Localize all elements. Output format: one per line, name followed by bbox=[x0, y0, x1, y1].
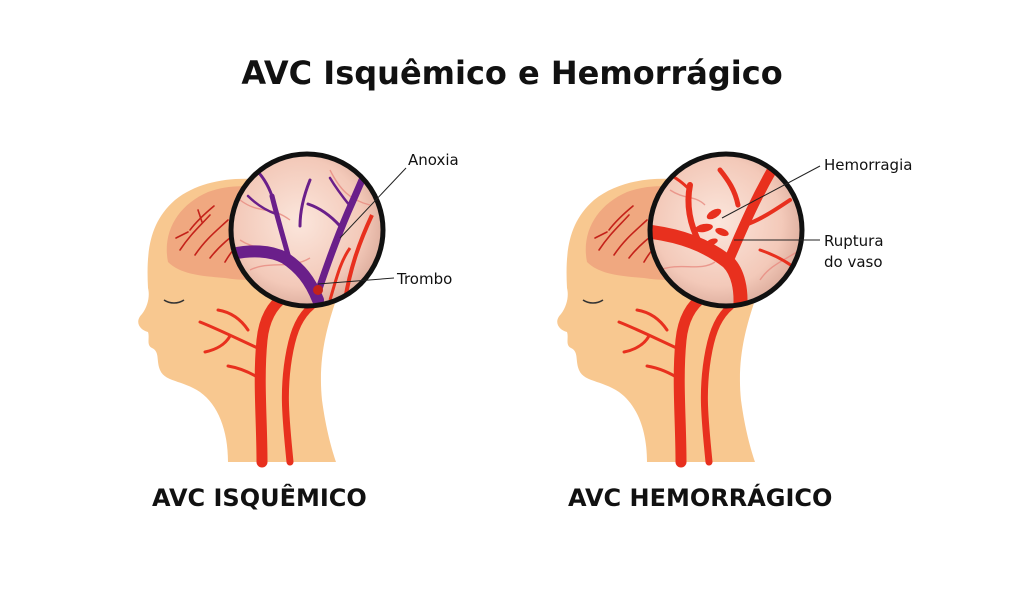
right-magnifier-lens bbox=[647, 151, 805, 309]
caption-avc-isquemico: AVC ISQUÊMICO bbox=[152, 484, 367, 512]
right-carotid-branch bbox=[700, 302, 735, 466]
left-magnifier-lens bbox=[228, 151, 386, 309]
hemorragia-leader-line bbox=[721, 165, 821, 219]
left-thrombus-clot bbox=[313, 285, 323, 295]
left-face-arteries bbox=[198, 308, 264, 382]
trombo-leader-line bbox=[317, 277, 395, 285]
right-ruptured-vessels bbox=[650, 165, 802, 306]
label-ruptura-line1: Ruptura bbox=[824, 232, 884, 250]
left-closed-eye bbox=[163, 299, 185, 304]
label-trombo: Trombo bbox=[397, 270, 453, 288]
caption-avc-hemorragico: AVC HEMORRÁGICO bbox=[568, 484, 833, 512]
right-face-arteries bbox=[617, 308, 683, 382]
right-closed-eye bbox=[582, 299, 604, 304]
page-title: AVC Isquêmico e Hemorrágico bbox=[241, 54, 783, 92]
right-hemorrhage-droplets bbox=[695, 208, 729, 246]
anoxia-leader-line bbox=[339, 167, 407, 239]
label-hemorragia: Hemorragia bbox=[824, 156, 913, 174]
label-anoxia: Anoxia bbox=[408, 151, 459, 169]
label-ruptura-line2: do vaso bbox=[824, 253, 883, 271]
left-carotid-branch bbox=[281, 302, 316, 466]
